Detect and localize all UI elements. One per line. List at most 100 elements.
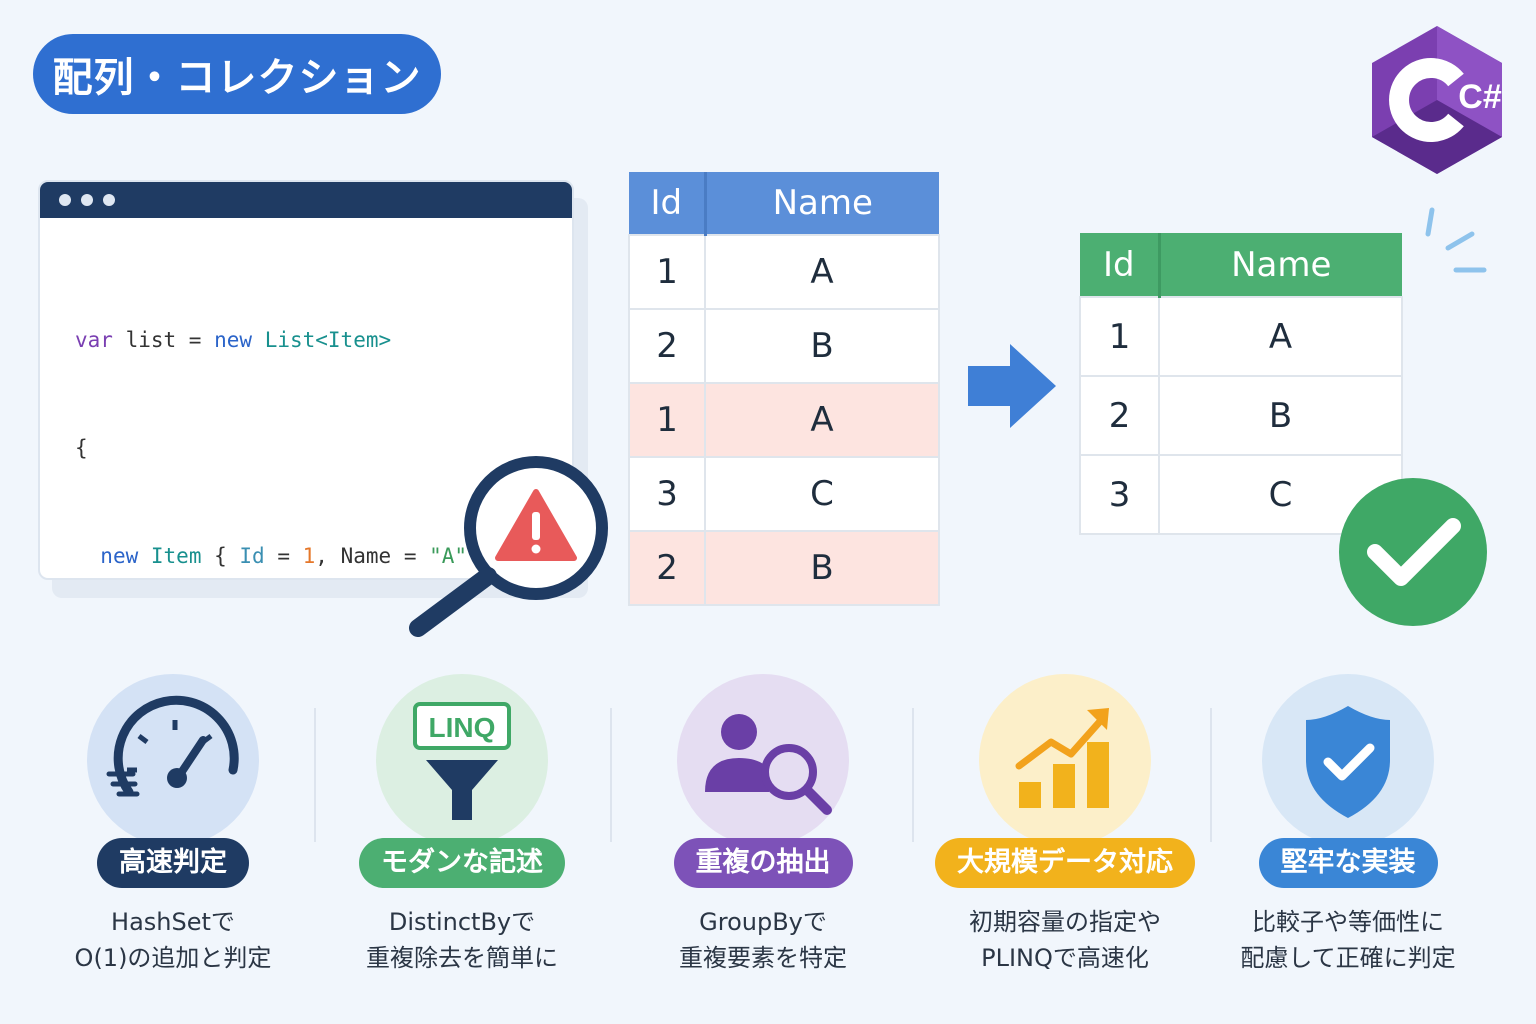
cell-id: 2 (627, 308, 707, 384)
feature-modern-syntax: LINQ モダンな記述 DistinctByで 重複除去を簡単に (332, 674, 592, 976)
code-token: "A" (429, 544, 468, 568)
shield-check-icon (1306, 706, 1390, 818)
code-token (138, 544, 151, 568)
code-token: var (75, 328, 113, 352)
code-line-open: { (75, 436, 88, 460)
cell-name: A (704, 234, 940, 310)
code-token: = (264, 544, 303, 568)
code-titlebar (40, 182, 572, 218)
code-token: 1 (302, 544, 316, 568)
code-token: , (315, 544, 341, 568)
linq-label: LINQ (429, 712, 496, 743)
column-header-id: Id (629, 172, 707, 235)
warning-magnifier-icon (409, 456, 608, 637)
column-header-name: Name (705, 172, 939, 235)
arrow-right-icon (968, 344, 1056, 428)
window-dot (103, 194, 115, 206)
feature-desc-line: 重複要素を特定 (679, 944, 847, 972)
code-line-item: new Item { Id = 1, Name = "A" }, (75, 538, 572, 574)
cell-id: 2 (1078, 375, 1161, 456)
feature-description: GroupByで 重複要素を特定 (633, 904, 893, 976)
code-token: Item (150, 544, 202, 568)
divider (912, 708, 914, 842)
feature-desc-line: GroupByで (699, 908, 827, 936)
feature-desc-line: 配慮して正確に判定 (1240, 944, 1456, 972)
code-token: Id (239, 544, 265, 568)
cell-name: A (704, 382, 940, 458)
cell-name: B (1158, 375, 1403, 456)
check-circle-icon (1339, 478, 1487, 626)
feature-desc-line: 重複除去を簡単に (366, 944, 558, 972)
divider (1210, 708, 1212, 842)
cell-name: B (704, 530, 940, 606)
code-token: = (188, 328, 202, 352)
cell-id: 1 (627, 382, 707, 458)
feature-desc-line: 比較子や等価性に (1252, 908, 1444, 936)
feature-duplicate-extraction: 重複の抽出 GroupByで 重複要素を特定 (633, 674, 893, 976)
feature-desc-line: PLINQで高速化 (981, 944, 1149, 972)
sparkle-icon (1425, 207, 1487, 273)
feature-desc-line: O(1)の追加と判定 (74, 944, 272, 972)
feature-description: 初期容量の指定や PLINQで高速化 (935, 904, 1195, 976)
code-token (201, 328, 214, 352)
cell-id: 1 (627, 234, 707, 310)
growth-chart-icon (1015, 708, 1109, 808)
feature-circle (677, 674, 849, 846)
feature-circle (1262, 674, 1434, 846)
cell-id: 2 (627, 530, 707, 606)
code-line-declaration: var list = new List<Item> (75, 322, 572, 358)
feature-fast-check: 高速判定 HashSetで O(1)の追加と判定 (43, 674, 303, 976)
csharp-logo-icon: C# (1372, 26, 1502, 174)
feature-robust: 堅牢な実装 比較子や等価性に 配慮して正確に判定 (1218, 674, 1478, 976)
code-token: list (112, 328, 189, 352)
feature-desc-line: 初期容量の指定や (969, 908, 1161, 936)
code-token (75, 544, 100, 568)
feature-circle: LINQ (376, 674, 548, 846)
window-dot (59, 194, 71, 206)
column-header-id: Id (1080, 233, 1161, 297)
logo-hash: C# (1458, 78, 1502, 116)
code-token: new (214, 328, 253, 352)
code-body: var list = new List<Item> { new Item { I… (40, 218, 572, 578)
code-token: { (201, 544, 240, 568)
user-search-icon (705, 714, 832, 815)
cell-id: 3 (627, 456, 707, 532)
code-token: new (100, 544, 139, 568)
code-token: Name (340, 544, 392, 568)
feature-desc-line: HashSetで (111, 908, 235, 936)
code-token: = (391, 544, 430, 568)
code-token (252, 328, 265, 352)
feature-circle (87, 674, 259, 846)
feature-badge: モダンな記述 (359, 838, 565, 888)
speedometer-icon (106, 695, 239, 797)
linq-filter-icon: LINQ (413, 702, 511, 820)
cell-id: 1 (1078, 296, 1161, 377)
feature-description: HashSetで O(1)の追加と判定 (43, 904, 303, 976)
window-dot (81, 194, 93, 206)
feature-description: DistinctByで 重複除去を簡単に (332, 904, 592, 976)
feature-badge: 大規模データ対応 (935, 838, 1195, 888)
feature-badge: 高速判定 (97, 838, 249, 888)
feature-large-data: 大規模データ対応 初期容量の指定や PLINQで高速化 (935, 674, 1195, 976)
cell-name: B (704, 308, 940, 384)
column-header-name: Name (1159, 233, 1402, 297)
divider (610, 708, 612, 842)
code-token: List<Item> (264, 328, 392, 352)
cell-id: 3 (1078, 454, 1161, 535)
feature-desc-line: DistinctByで (388, 908, 536, 936)
divider (314, 708, 316, 842)
feature-circle (979, 674, 1151, 846)
feature-description: 比較子や等価性に 配慮して正確に判定 (1218, 904, 1478, 976)
feature-badge: 堅牢な実装 (1258, 838, 1438, 888)
page-title: 配列・コレクション (33, 34, 441, 114)
feature-badge: 重複の抽出 (673, 838, 853, 888)
